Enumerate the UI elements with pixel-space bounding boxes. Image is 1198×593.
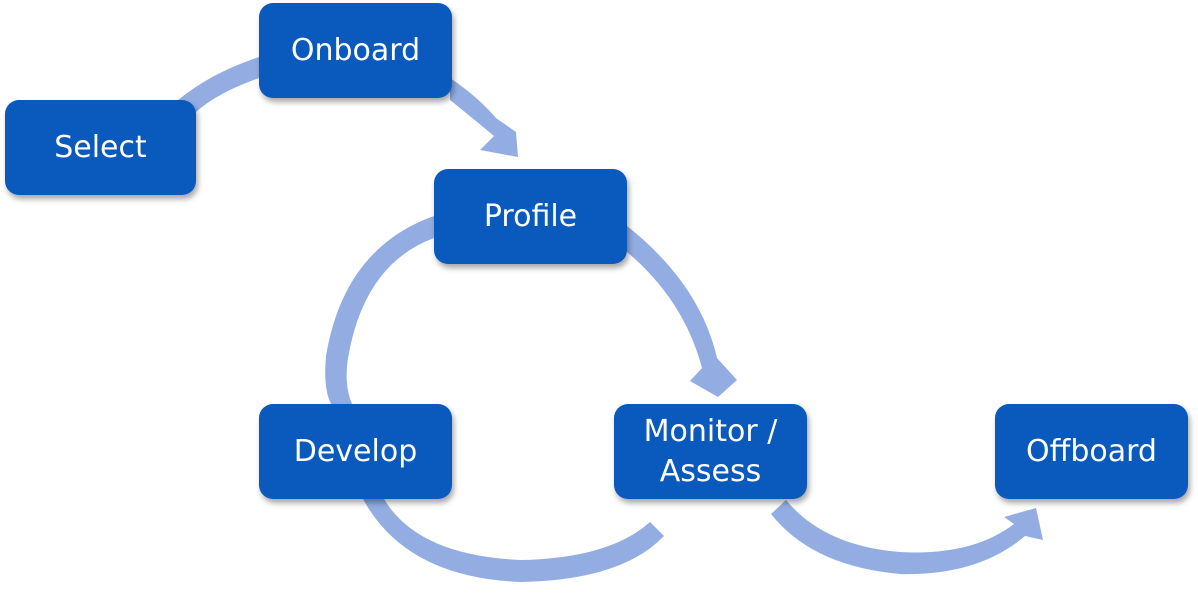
arrow-onboard-to-profile — [450, 78, 518, 157]
connector-profile-develop — [325, 216, 434, 404]
arrow-monitor-to-offboard — [771, 500, 1043, 575]
connector-select-onboard — [178, 56, 262, 112]
node-offboard[interactable]: Offboard — [995, 404, 1188, 499]
node-develop[interactable]: Develop — [259, 404, 452, 499]
connector-develop-monitor — [363, 499, 664, 582]
arrow-profile-to-monitor — [627, 226, 737, 397]
node-select[interactable]: Select — [5, 100, 196, 195]
node-profile[interactable]: Profile — [434, 169, 627, 264]
node-onboard[interactable]: Onboard — [259, 3, 452, 98]
node-monitor-assess[interactable]: Monitor / Assess — [614, 404, 807, 499]
